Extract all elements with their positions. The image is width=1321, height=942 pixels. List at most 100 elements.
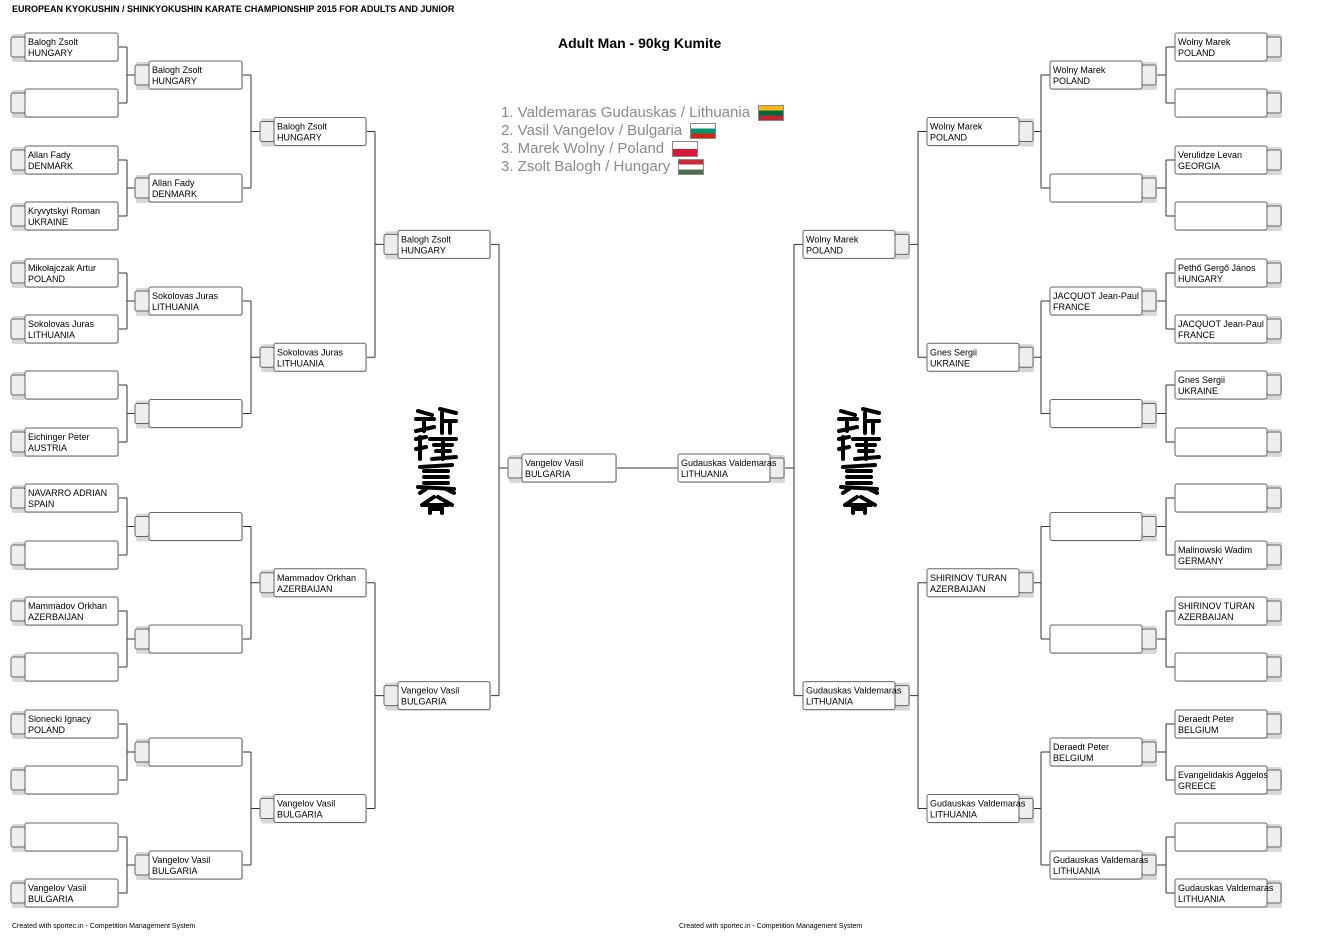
score-tab bbox=[1266, 826, 1282, 848]
score-tab bbox=[1141, 64, 1157, 86]
competitor-country: BULGARIA bbox=[152, 866, 198, 876]
match-slot[interactable] bbox=[10, 822, 119, 852]
competitor-country: DENMARK bbox=[152, 189, 197, 199]
score-tab bbox=[1141, 403, 1157, 424]
competitor-name: Gudauskas Valdemaras bbox=[1178, 883, 1274, 893]
competitor-box bbox=[802, 229, 896, 259]
competitor-box bbox=[24, 878, 119, 908]
match-slot[interactable] bbox=[134, 737, 243, 767]
competitor-box bbox=[148, 286, 243, 316]
match-slot[interactable] bbox=[1174, 652, 1282, 682]
competitor-country: AZERBAIJAN bbox=[1178, 612, 1234, 622]
score-tab bbox=[134, 516, 150, 537]
competitor-box bbox=[24, 258, 119, 288]
competitor-country: HUNGARY bbox=[152, 76, 197, 86]
match-slot[interactable] bbox=[1049, 173, 1157, 203]
match-slot[interactable] bbox=[1174, 427, 1282, 457]
competitor-country: GERMANY bbox=[1178, 556, 1224, 566]
match-slot[interactable] bbox=[1174, 88, 1282, 118]
score-tab bbox=[1018, 121, 1034, 142]
competitor-box bbox=[24, 201, 119, 231]
competitor-box bbox=[1174, 822, 1268, 852]
competitor-box bbox=[1174, 540, 1268, 570]
competitor-name: Balogh Zsolt bbox=[277, 122, 328, 132]
match-slot[interactable] bbox=[1174, 483, 1282, 513]
score-tab bbox=[134, 290, 150, 312]
competitor-box bbox=[24, 822, 119, 852]
competitor-box bbox=[148, 512, 243, 541]
match-slot[interactable] bbox=[10, 540, 119, 570]
hungary-flag-icon bbox=[678, 159, 705, 176]
competitor-name: Gudauskas Valdemaras bbox=[1053, 855, 1149, 865]
match-slot[interactable] bbox=[1049, 399, 1157, 429]
score-tab bbox=[1266, 431, 1282, 453]
score-tab bbox=[1141, 177, 1157, 199]
competitor-box bbox=[1049, 60, 1143, 90]
score-tab bbox=[259, 572, 275, 594]
match-slot[interactable] bbox=[1049, 624, 1157, 654]
match-slot[interactable] bbox=[10, 370, 119, 400]
match-slot[interactable] bbox=[134, 624, 243, 654]
competitor-box bbox=[521, 453, 617, 483]
competitor-box bbox=[24, 709, 119, 739]
score-tab bbox=[383, 685, 399, 707]
competitor-box bbox=[24, 88, 119, 118]
match-slot[interactable] bbox=[10, 652, 119, 682]
competitor-country: GREECE bbox=[1178, 781, 1216, 791]
match-slot[interactable] bbox=[134, 512, 243, 542]
match-slot[interactable] bbox=[134, 399, 243, 429]
match-slot[interactable] bbox=[10, 765, 119, 795]
competitor-box bbox=[1174, 370, 1268, 400]
match-slot[interactable] bbox=[1049, 512, 1157, 542]
competitor-name: Sokolovas Juras bbox=[277, 347, 344, 357]
match-slot[interactable] bbox=[1174, 201, 1282, 231]
competitor-box bbox=[24, 483, 119, 513]
competitor-name: Wolny Marek bbox=[930, 122, 983, 132]
competitor-country: HUNGARY bbox=[1178, 274, 1223, 284]
match-slot[interactable] bbox=[10, 88, 119, 118]
match-slot[interactable] bbox=[1174, 822, 1282, 852]
